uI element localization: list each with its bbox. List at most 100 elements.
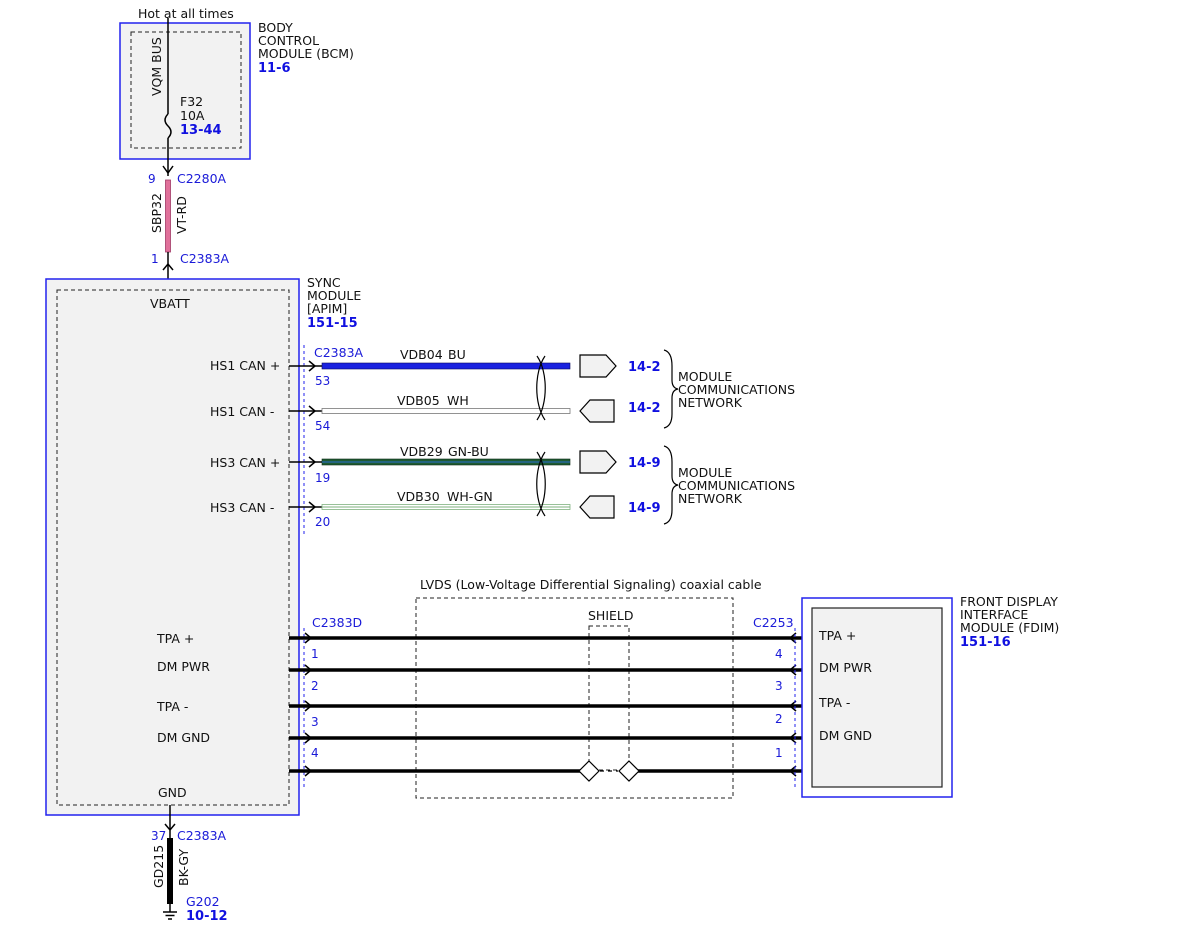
connector-arrow [788,664,797,676]
fdim-title-2: INTERFACE [960,607,1028,622]
network-label-1a: MODULE [678,369,732,384]
wire-color-4: WH-GN [447,489,493,504]
can-wires: C2383A 53 VDB04 BU 54 VDB05 WH 19 VDB29 … [289,345,795,529]
ground-connector: C2383A [177,828,227,843]
bcm-module: Hot at all times VQM BUS F32 10A 13-44 B… [119,6,354,176]
fuse-ref[interactable]: 13-44 [180,123,222,138]
fdim-title-1: FRONT DISPLAY [960,594,1058,609]
offpage-connector[interactable] [579,399,615,423]
vbatt-label: VBATT [150,296,190,311]
wire-gd215-bk-gy [167,838,173,904]
can-pin-number-2: 54 [315,419,330,433]
can-pin-number-1: 53 [315,374,330,388]
sync-title-3: [APIM] [307,301,347,316]
can-pin-label-1: HS1 CAN + [210,358,280,373]
wire-circuit-3: VDB29 [400,444,443,459]
fdim-pin-label-3: TPA - [818,695,850,710]
fdim-pin-label-1: TPA + [818,628,856,643]
fdim-inner-box [811,607,943,788]
fdim-module: TPA + DM PWR TPA - DM GND FRONT DISPLAY … [801,594,1059,798]
bcm-ref[interactable]: 11-6 [258,61,291,76]
fuse-rating: 10A [180,108,205,123]
offpage-connector[interactable] [579,495,615,519]
lvds-cable-label: LVDS (Low-Voltage Differential Signaling… [420,577,762,592]
offpage-connector[interactable] [579,354,617,378]
vqm-bus-label: VQM BUS [149,37,164,96]
can-ref-3[interactable]: 14-9 [628,456,661,471]
sync-title-1: SYNC [307,275,341,290]
shield-termination [578,760,600,782]
can-ref-1[interactable]: 14-2 [628,360,661,375]
fdim-pin-label-2: DM PWR [819,660,872,675]
sync-inner-box [56,289,290,806]
twisted-pair-symbol [536,355,546,421]
connector-arrow [308,405,317,417]
feed-pin-bottom: 1 [151,252,159,266]
lvds-pin-label-2: DM PWR [157,659,210,674]
connector-arrow [164,823,176,832]
fuse-name: F32 [180,94,203,109]
can-pin-number-3: 19 [315,471,330,485]
wire-vdb04-bu [321,362,571,370]
bcm-title-1: BODY [258,20,293,35]
connector-arrow [304,632,313,644]
can-ref-4[interactable]: 14-9 [628,501,661,516]
sync-box [45,278,300,816]
shield-outline [588,625,630,771]
wire-color-3: GN-BU [448,444,489,459]
power-label: Hot at all times [138,6,234,21]
offpage-connector[interactable] [579,450,617,474]
connector-arrow [788,732,797,744]
feed-connector-top: C2280A [177,171,227,186]
wire-color-2: WH [447,393,469,408]
feed-connector-bottom: C2383A [180,251,230,266]
fdim-ref[interactable]: 151-16 [960,635,1011,650]
network-label-2c: NETWORK [678,491,743,506]
connector-arrow [308,360,317,372]
connector-arrow [788,632,797,644]
fuse-symbol [164,113,172,139]
can-pin-label-4: HS3 CAN - [210,500,274,515]
connector-arrow [304,700,313,712]
connector-arrow [304,664,313,676]
connector-arrow [162,262,174,271]
can-pin-label-3: HS3 CAN + [210,455,280,470]
connector-arrow [304,765,313,777]
wire-circuit-1: VDB04 [400,347,443,362]
sync-ref[interactable]: 151-15 [307,316,358,331]
can-pin-label-2: HS1 CAN - [210,404,274,419]
bcm-inner-box [130,31,242,149]
bcm-title-2: CONTROL [258,33,319,48]
network-label-2a: MODULE [678,465,732,480]
can-pin-number-4: 20 [315,515,330,529]
bcm-title-3: MODULE (BCM) [258,46,354,61]
ground-id: G202 [186,894,220,909]
feed-wire-vt-rd [165,179,171,253]
connector-arrow [788,765,797,777]
network-label-1c: NETWORK [678,395,743,410]
sync-module: VBATT GND SYNC MODULE [APIM] 151-15 HS1 … [45,275,361,816]
brace-symbol [663,349,679,429]
brace-symbol [663,445,679,525]
wire-color-1: BU [448,347,466,362]
lvds-connector-fdim: C2253 [753,615,794,630]
feed-circuit: SBP32 [149,193,164,233]
ground-ref[interactable]: 10-12 [186,909,228,924]
sync-title-2: MODULE [307,288,361,303]
ground-circuit: 37 C2383A GD215 BK-GY G202 10-12 [151,805,228,924]
fdim-pin-1: 4 [775,647,783,661]
lvds-connector-sync: C2383D [312,615,362,630]
connector-arrow [308,456,317,468]
lvds-cable-outline [415,597,734,799]
connector-arrow [788,700,797,712]
sync-lvds-pin-1: 1 [311,647,319,661]
can-ref-2[interactable]: 14-2 [628,401,661,416]
ground-circuit-label: GD215 [151,845,166,888]
wire-circuit-2: VDB05 [397,393,440,408]
lvds-cable: LVDS (Low-Voltage Differential Signaling… [289,577,812,799]
shield-termination [618,760,640,782]
ground-color-label: BK-GY [176,849,191,886]
shield-label: SHIELD [588,608,634,623]
gnd-label: GND [158,785,187,800]
